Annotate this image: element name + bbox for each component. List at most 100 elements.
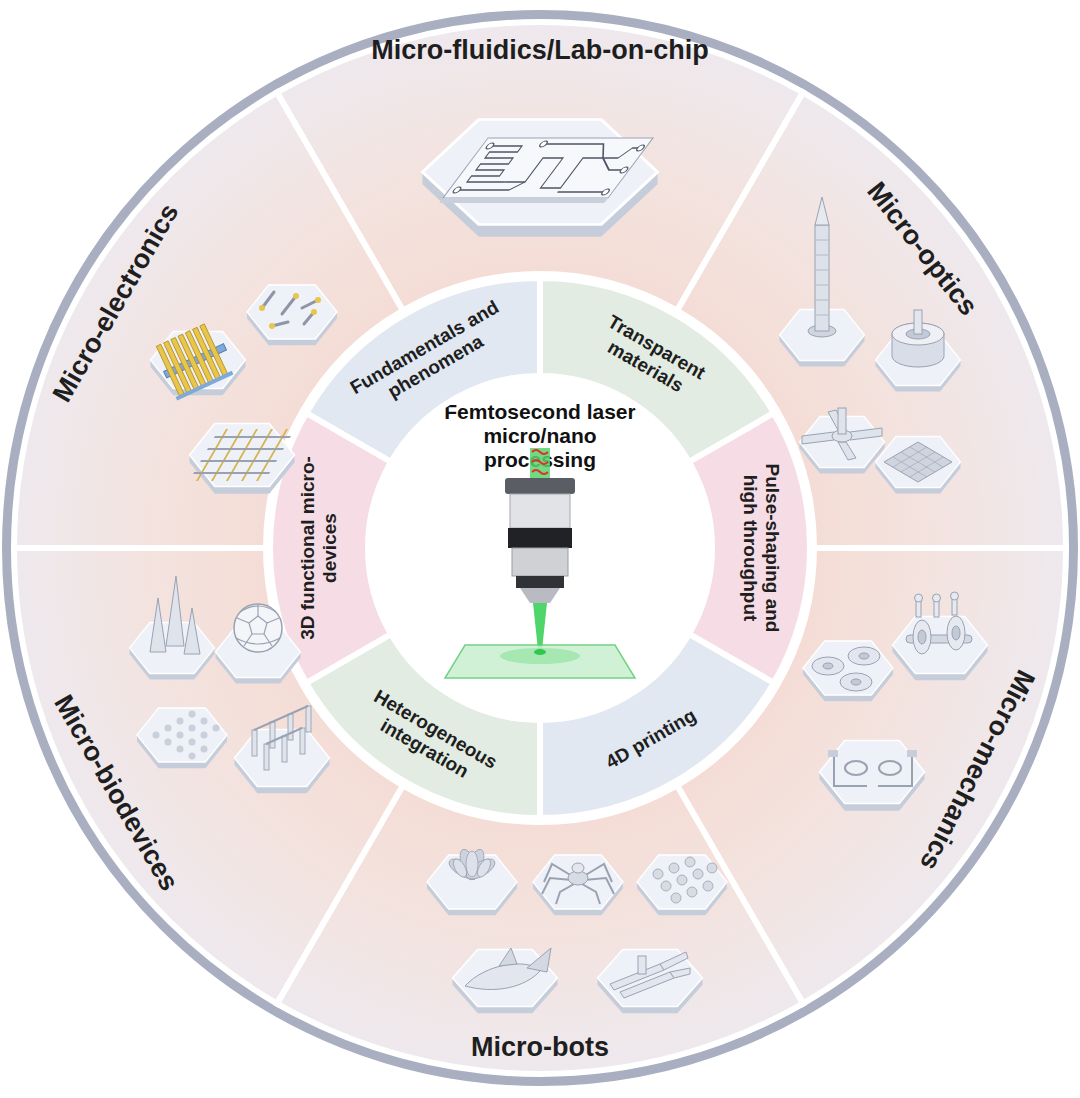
fish-bot-tile <box>453 948 558 1013</box>
optics-spire-tile-part <box>815 240 829 315</box>
fish-bot-tile-part <box>527 948 551 972</box>
dot-array-tile-part-part <box>201 732 208 739</box>
spike-array-tile-part <box>130 623 215 680</box>
wire-mesh-tile-part-part-part <box>194 472 270 474</box>
flower-bot-tile-part-part <box>475 857 494 879</box>
resonator-tile-part-part <box>879 761 901 775</box>
pillar-array-tile-part-part <box>252 730 257 756</box>
wire-mesh-tile-part-part-part <box>242 429 272 481</box>
particle-array-tile-part-part <box>707 863 717 873</box>
nanowire-tile-part-part <box>259 305 265 311</box>
fluidic-chip-tile <box>423 120 658 237</box>
optics-ring-tile-part <box>892 323 944 345</box>
nanowire-tile-part-part <box>262 292 274 308</box>
resonator-tile-part-part <box>828 750 838 757</box>
fluidic-chip-tile-part <box>423 120 658 237</box>
pillar-array-tile-part-part <box>254 706 308 730</box>
gear-tile-part-part <box>823 663 833 669</box>
laser-objective-illustration-part <box>505 478 575 494</box>
center-disc <box>373 381 707 715</box>
resonator-tile-part-part <box>907 750 917 757</box>
nanowire-tile-part-part <box>293 293 299 299</box>
electrode-comb-tile-part-part-part <box>193 327 221 380</box>
optics-grating-tile-part-part <box>893 457 927 477</box>
pillar-array-tile-part-part <box>300 728 305 754</box>
wire-mesh-tile-part-part-part <box>201 460 277 462</box>
gripper-bot-tile-part-part <box>670 968 690 978</box>
spider-bot-tile <box>533 855 623 915</box>
center-circle: Femtosecond laser micro/nano processing <box>372 380 708 716</box>
topic-label: Pulse-shaping and high throughput <box>739 456 783 641</box>
particle-array-tile-part-part <box>661 881 671 891</box>
wire-mesh-tile-part-part <box>194 437 291 473</box>
dot-array-tile-part-part <box>189 739 196 746</box>
electrode-comb-tile-part-part-part <box>178 334 206 387</box>
application-label: Micro-bots <box>410 1032 670 1063</box>
pillar-array-tile-part-part <box>264 744 269 770</box>
dot-array-tile-part-part <box>177 746 184 753</box>
resonator-tile-part-part <box>878 754 912 786</box>
wire-mesh-tile-part-part-part <box>257 429 287 481</box>
cage-scaffold-tile-part-part <box>237 618 249 623</box>
optics-cross-tile-part-part <box>838 442 856 460</box>
fluidic-chip-tile-part-part-part <box>600 189 611 195</box>
resonator-tile-part <box>820 741 925 811</box>
pillar-array-tile-part-part <box>270 722 275 748</box>
gripper-bot-tile-part <box>610 952 690 998</box>
fluidic-chip-tile-part-part-part <box>594 158 633 170</box>
spider-bot-tile-part <box>542 864 614 904</box>
application-segment: Micro-electronics <box>10 88 407 553</box>
dot-array-tile-part-part <box>177 732 184 739</box>
optics-grating-tile <box>876 437 961 494</box>
cage-scaffold-tile-part <box>234 604 282 652</box>
segment-wedge <box>270 413 391 683</box>
particle-array-tile <box>637 855 727 915</box>
application-segment: Micro-optics <box>673 88 1070 552</box>
gear-tile-part-part <box>812 657 844 675</box>
optics-spire-tile-part <box>808 325 836 337</box>
nanowire-tile-part <box>247 285 337 345</box>
optics-grating-tile-part <box>884 442 952 482</box>
fluidic-chip-tile-part-part-part <box>500 158 603 188</box>
fluidic-chip-tile-part-part-part <box>603 148 641 158</box>
particle-array-tile-part-part <box>669 863 679 873</box>
optics-grating-tile-part-part <box>910 447 943 467</box>
wire-mesh-tile <box>189 424 295 494</box>
optics-cross-tile-part-part <box>802 432 834 444</box>
optics-cross-tile-part-part <box>832 430 852 442</box>
laser-objective-illustration-part <box>510 494 570 528</box>
gear-tile-part-part <box>840 673 872 691</box>
dot-array-tile-part-part <box>201 718 208 725</box>
nanowire-tile-part <box>262 292 318 326</box>
gripper-bot-tile-part <box>598 950 703 1014</box>
dot-array-tile-part-part <box>177 718 184 725</box>
wheel-tile-part-part <box>918 630 926 644</box>
pillar-array-tile <box>235 706 330 793</box>
flower-bot-tile-part-part <box>463 847 487 882</box>
application-segment: Micro-biodevices <box>10 544 407 1008</box>
dot-array-tile-part-part <box>213 725 220 732</box>
wire-mesh-tile-part-part-part <box>207 448 283 450</box>
flower-bot-tile-part-part <box>466 851 478 877</box>
nanowire-tile-part-part <box>304 312 314 324</box>
dot-array-tile-part <box>137 708 227 768</box>
flower-bot-tile-part-part <box>451 857 470 879</box>
optics-spire-tile-part-part <box>815 300 829 301</box>
gear-tile-part-part <box>848 647 880 665</box>
fluidic-chip-tile-part-part <box>443 138 653 198</box>
cage-scaffold-tile-part-part <box>236 638 280 644</box>
electrode-comb-tile-part <box>153 320 237 400</box>
particle-array-tile-part-part <box>693 869 703 879</box>
laser-objective-illustration-part <box>516 576 564 588</box>
wheel-tile-part-part <box>933 594 941 602</box>
gear-tile-part-part <box>851 679 861 685</box>
wire-mesh-tile-part-part <box>197 429 287 481</box>
electrode-comb-tile <box>151 320 246 400</box>
gripper-bot-tile-part-part <box>610 964 664 990</box>
optics-spire-tile-part <box>815 225 829 331</box>
optics-spire-tile-part-part <box>815 270 829 271</box>
gripper-bot-tile-part-part <box>620 972 674 998</box>
electrode-comb-tile-part-part-part <box>185 331 213 384</box>
fluidic-chip-tile-part-part-part <box>533 144 614 158</box>
